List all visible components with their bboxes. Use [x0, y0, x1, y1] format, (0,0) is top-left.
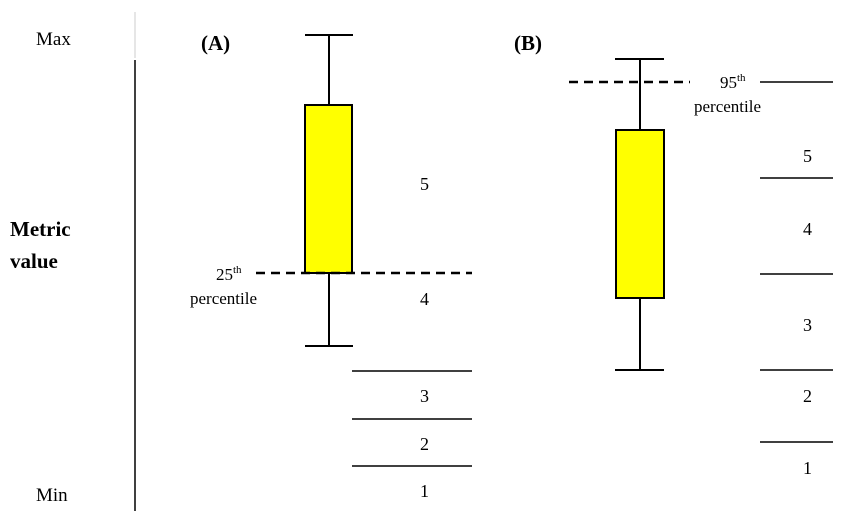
panel-a-annotation: 25th: [216, 264, 242, 284]
axis-title-line1: Metric: [10, 217, 71, 241]
panel-a-box: [304, 104, 353, 274]
panel-b-score: 5: [803, 146, 812, 166]
axis-min-label: Min: [36, 485, 68, 506]
panel-b-score: 3: [803, 315, 812, 335]
panel-a-score: 2: [420, 434, 429, 454]
panel-b-label: (B): [514, 31, 542, 55]
panel-b-annotation: 95th: [720, 72, 746, 92]
panel-b-score: 4: [803, 219, 812, 239]
panel-b-score: 2: [803, 386, 812, 406]
axis-max-label: Max: [36, 29, 71, 50]
axis-title-line2: value: [10, 249, 58, 273]
panel-a: (A) 25th percentile 5 4 3 2 1: [190, 31, 472, 501]
panel-b-box: [615, 129, 665, 299]
panel-b: (B) 95th percentile 5 4 3 2 1: [514, 31, 833, 478]
panel-a-score: 1: [420, 481, 429, 501]
panel-a-label: (A): [201, 31, 230, 55]
panel-a-score: 3: [420, 386, 429, 406]
panel-a-score: 5: [420, 174, 429, 194]
panel-a-score: 4: [420, 289, 429, 309]
panel-b-score: 1: [803, 458, 812, 478]
panel-b-annotation-word: percentile: [694, 97, 761, 116]
panel-a-annotation-word: percentile: [190, 289, 257, 308]
